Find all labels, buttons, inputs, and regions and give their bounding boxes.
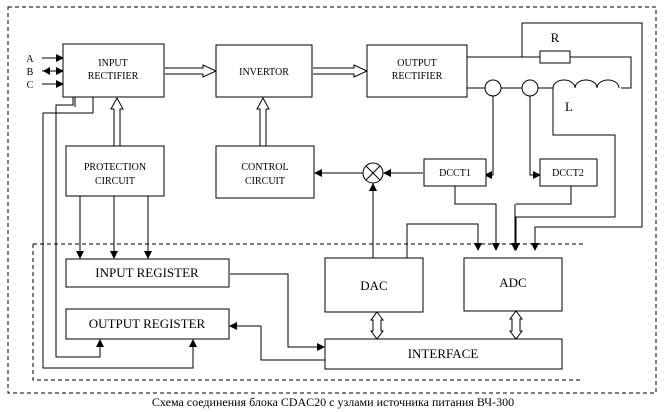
control-circuit-block [215,145,315,199]
summing-junction [362,162,384,184]
protection-arrow [110,96,124,146]
diagram-caption: Схема соединения блока CDAC20 с узлами и… [152,395,514,409]
output-register-block [65,308,230,340]
input-register-label: INPUT REGISTER [95,265,199,280]
dcct1-label: DCCT1 [439,168,471,179]
dac-bus-arrow [370,311,384,340]
output-rectifier-label-2: RECTIFIER [392,71,443,82]
output-load-circuit: R L [467,22,643,251]
adc-bus-arrow [509,310,523,340]
input-rectifier-block [62,43,165,98]
interface-label: INTERFACE [408,346,479,361]
protection-circuit-block [65,145,165,197]
phase-inputs: A B C [26,54,64,91]
power-arrow-1 [165,64,218,78]
protection-label-2: CIRCUIT [95,176,135,187]
dac-label: DAC [360,278,387,293]
output-rectifier-label-1: OUTPUT [397,58,436,69]
resistor-label: R [551,30,560,45]
phase-b-label: B [27,67,34,78]
control-label-1: CONTROL [241,162,288,173]
input-rectifier-label-1: INPUT [98,58,127,69]
control-label-2: CIRCUIT [245,176,285,187]
control-arrow [256,96,270,146]
input-rectifier-label-2: RECTIFIER [88,71,139,82]
protection-label-1: PROTECTION [84,162,146,173]
current-sensor-1 [484,79,502,97]
output-register-label: OUTPUT REGISTER [89,316,206,331]
inductor-label: L [565,99,573,114]
phase-a-label: A [26,54,34,65]
interface-block [324,338,563,370]
inductor-l [552,79,620,89]
dcct2-label: DCCT2 [552,168,584,179]
power-supply-frame [7,6,657,394]
phase-c-label: C [27,80,34,91]
dcct2-block [539,158,598,187]
output-rectifier-block [366,44,468,98]
adc-block [463,257,563,312]
invertor-block [215,44,313,98]
current-sensor-2 [521,79,539,97]
invertor-label: INVERTOR [239,67,289,78]
power-arrow-2 [313,64,369,78]
cdac20-frame [32,243,585,381]
input-register-block [65,258,230,288]
dac-block [324,257,424,313]
resistor-r [539,50,571,64]
adc-label: ADC [499,275,526,290]
